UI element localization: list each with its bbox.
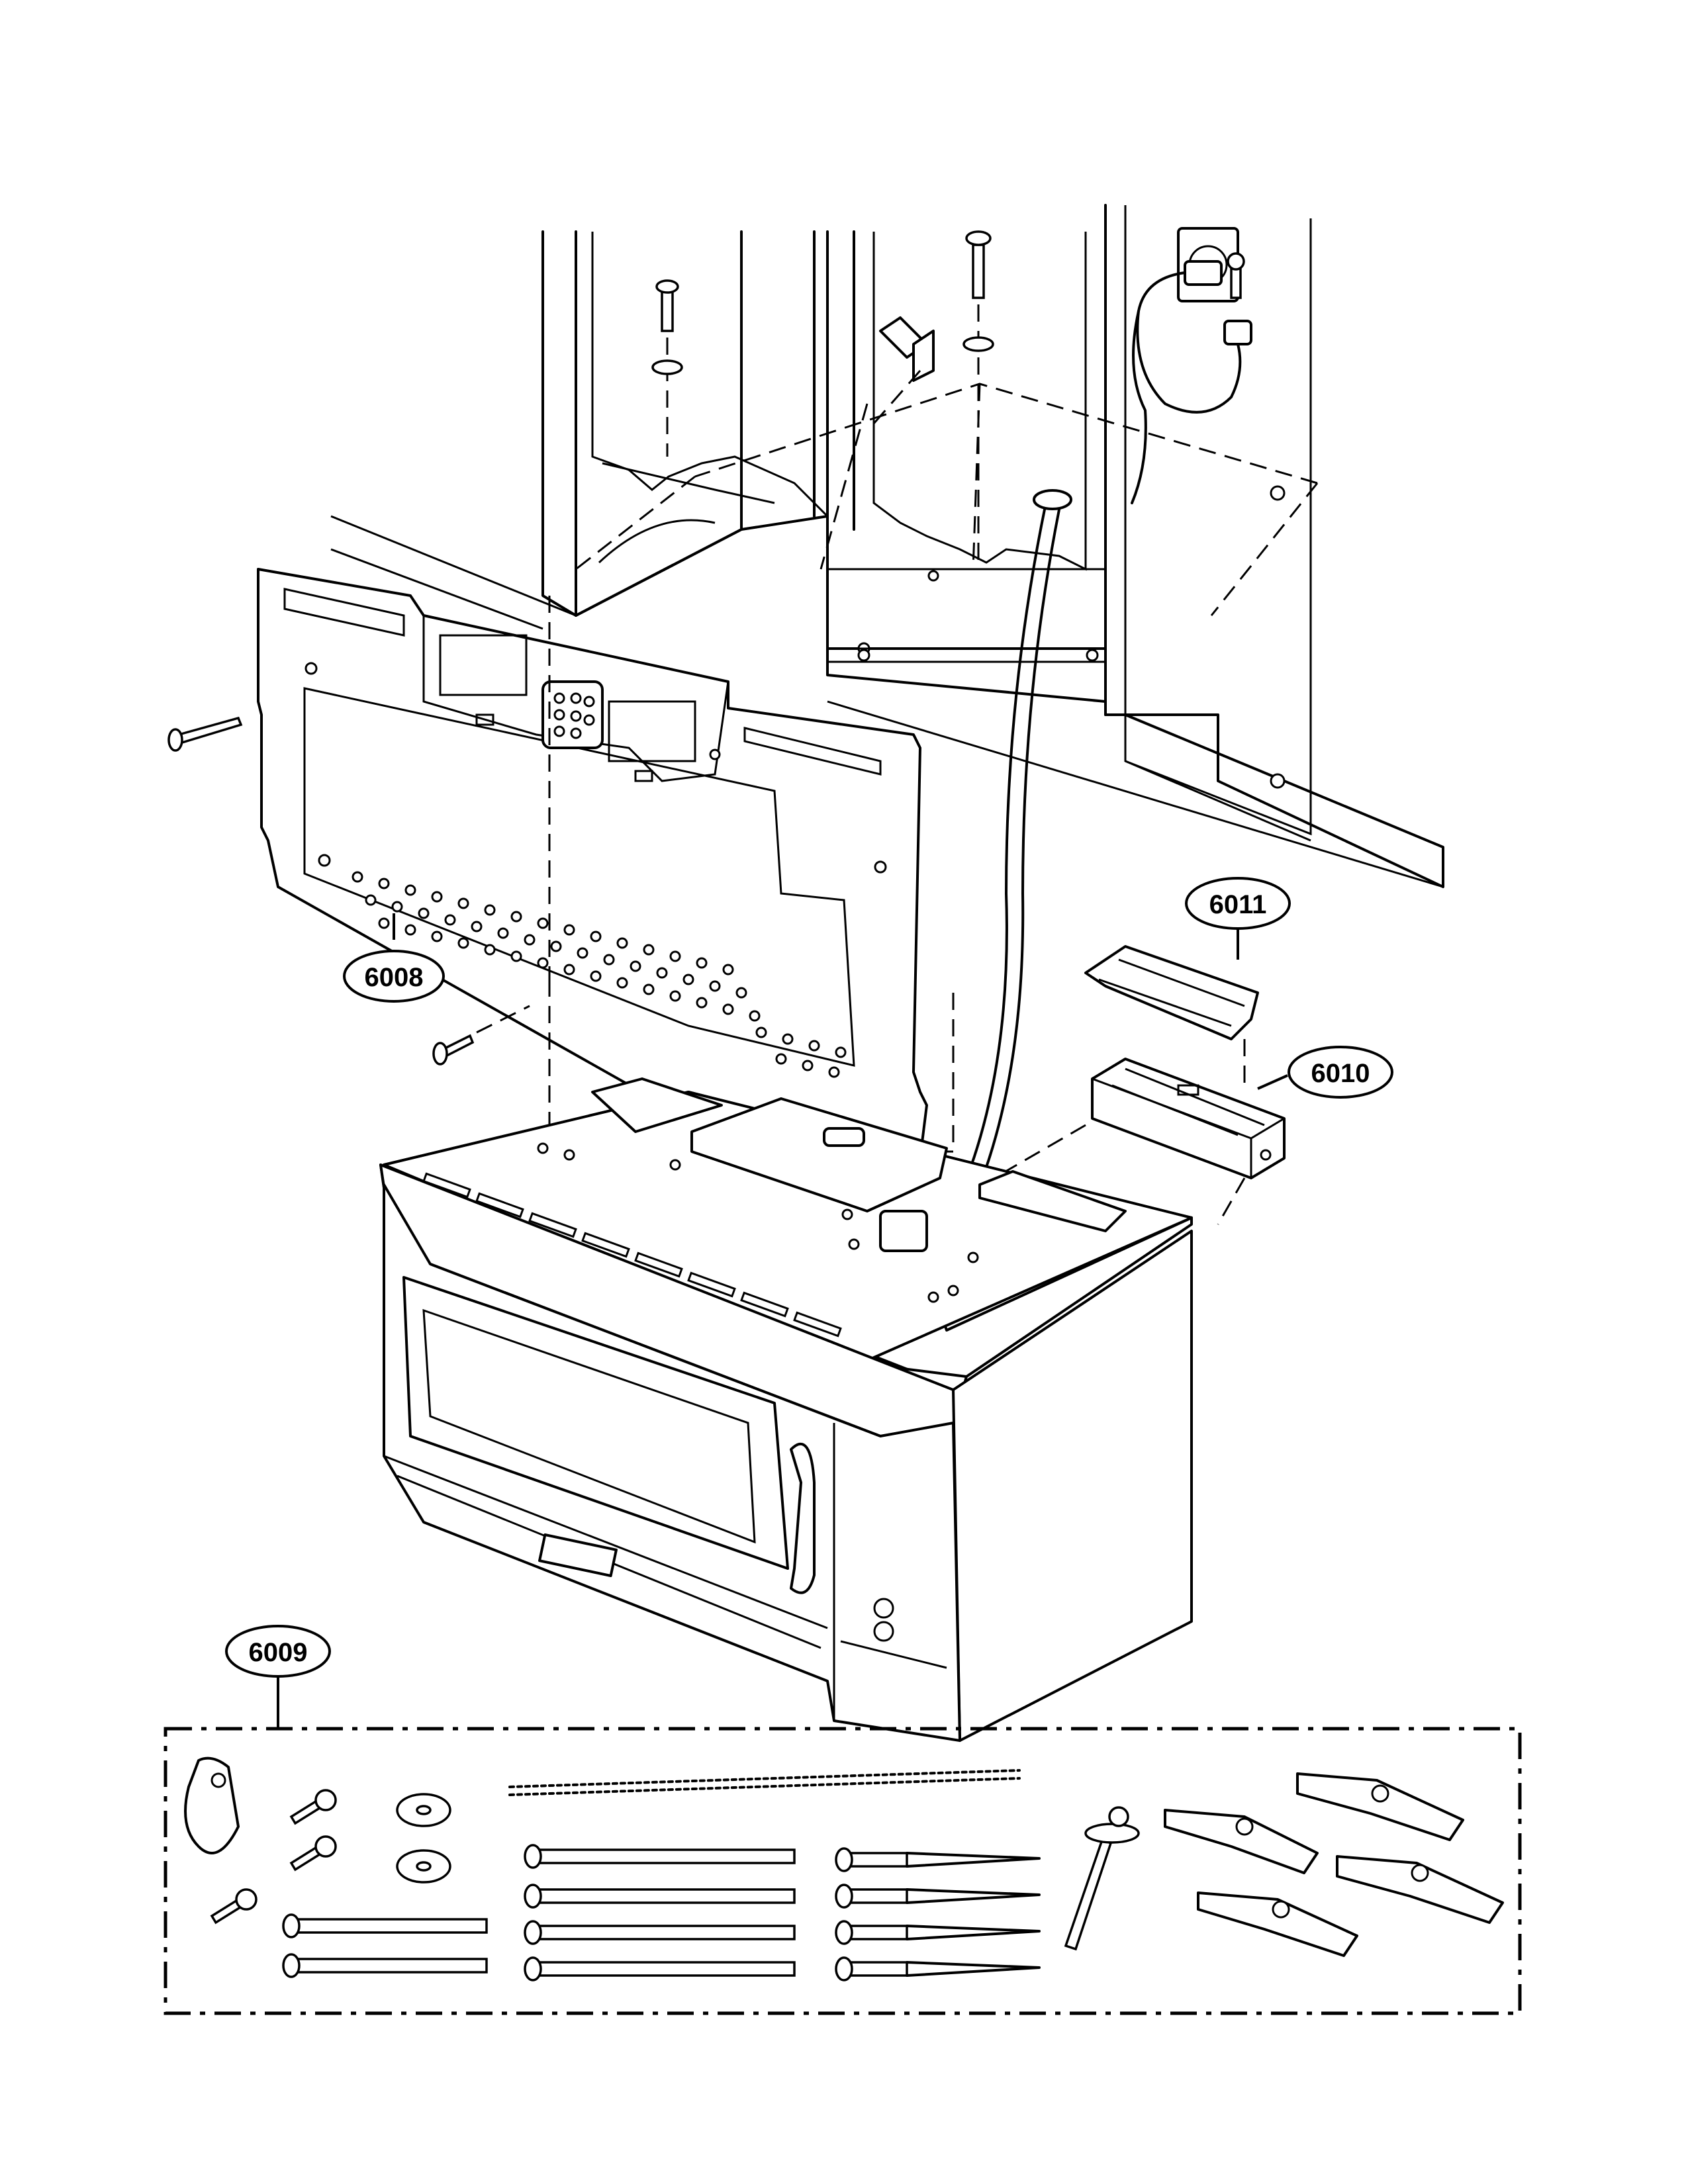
top-mount-bolts <box>651 230 994 569</box>
mounting-plate <box>257 568 928 1176</box>
damper-box <box>1091 1058 1286 1179</box>
microwave-oven <box>379 1077 1193 1742</box>
plate-screw-lower <box>432 1005 530 1066</box>
callout-6008-label: 6008 <box>365 963 424 992</box>
callout-6009-label: 6009 <box>249 1638 308 1667</box>
washers <box>396 1793 451 1884</box>
hardware-kit <box>164 1727 1522 2015</box>
toggle-wings <box>1164 1772 1504 1957</box>
cable-clamp <box>184 1756 240 1854</box>
callout-6011-label: 6011 <box>1209 890 1267 919</box>
plate-screw-upper <box>167 716 243 752</box>
callout-6009: 6009 <box>225 1625 331 1729</box>
wood-screws <box>835 1847 1041 1981</box>
callout-6010: 6010 <box>1257 1046 1393 1099</box>
wall-cabinets <box>330 204 1444 888</box>
callout-6010-label: 6010 <box>1311 1059 1370 1088</box>
mount-screw-small <box>1227 252 1245 299</box>
callout-6011: 6011 <box>1185 877 1291 960</box>
toggle-bolt <box>1064 1806 1140 1951</box>
small-screws <box>210 1789 337 1925</box>
damper-cover <box>1084 945 1259 1040</box>
long-bolts <box>282 1844 796 1981</box>
threaded-rod <box>508 1769 1021 1796</box>
callout-6008: 6008 <box>343 913 445 1003</box>
